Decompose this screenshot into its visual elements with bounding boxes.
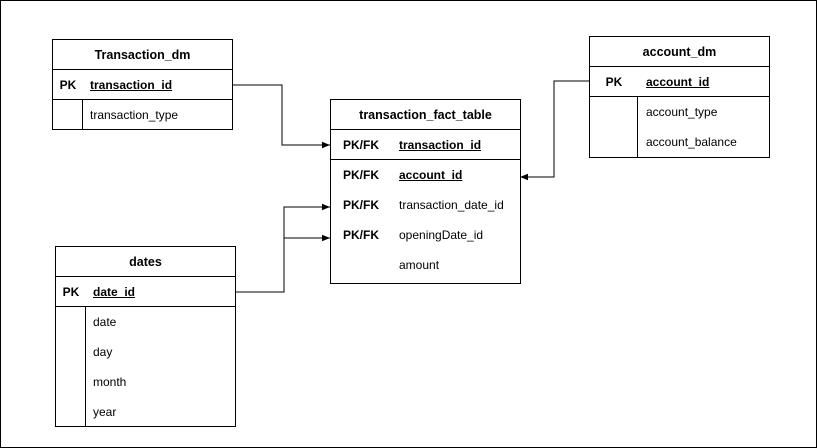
field-name: account_id [399,168,463,182]
entity-row: year [56,397,235,427]
field-name: transaction_type [90,108,179,122]
connector-dates-to-fact-transaction-date [235,203,330,293]
key-label: PK [59,78,77,92]
entity-title: transaction_fact_table [331,100,520,130]
key-label [56,367,86,397]
entity-row: account_balance [590,127,769,157]
key-label [331,250,391,280]
entity-row: date [56,307,235,337]
field-name: account_id [646,75,710,89]
entity-row: month [56,367,235,397]
column-divider [82,100,83,129]
field-name: account_type [646,105,718,119]
key-label: PK/FK [343,138,379,152]
entity-row: PK/FK account_id [331,160,520,190]
field-name: openingDate_id [399,228,484,242]
entity-row: transaction_type [53,100,232,130]
field-name: transaction_id [399,138,482,152]
entity-dates[interactable]: dates PK date_id date day month year [55,246,236,427]
entity-account-dm[interactable]: account_dm PK account_id account_type ac… [589,36,770,158]
entity-title: dates [56,247,235,277]
field-name: date [93,315,117,329]
entity-row: PK/FK openingDate_id [331,220,520,250]
field-name: date_id [93,285,136,299]
key-label: PK [62,285,80,299]
key-label [53,100,83,130]
column-divider [637,97,638,157]
entity-title: Transaction_dm [53,40,232,70]
connector-transaction-to-fact [232,84,330,149]
field-name: transaction_id [90,78,173,92]
key-label: PK/FK [343,228,379,242]
key-label [56,337,86,367]
key-label: PK [605,75,623,89]
entity-row: PK transaction_id [53,70,232,100]
entity-row: amount [331,250,520,280]
key-label [590,127,638,157]
entity-row: day [56,337,235,367]
entity-row: PK/FK transaction_date_id [331,190,520,220]
key-label [56,397,86,427]
key-label: PK/FK [343,168,379,182]
entity-row: PK/FK transaction_id [331,130,520,160]
entity-transaction-dm[interactable]: Transaction_dm PK transaction_id transac… [52,39,233,130]
entity-row: account_type [590,97,769,127]
entity-row: PK account_id [590,67,769,97]
field-name: transaction_date_id [399,198,504,212]
field-name: day [93,345,113,359]
key-label [56,307,86,337]
field-name: amount [399,258,440,272]
entity-title: account_dm [590,37,769,67]
entity-transaction-fact-table[interactable]: transaction_fact_table PK/FK transaction… [330,99,521,284]
field-name: month [93,375,127,389]
key-label [590,97,638,127]
key-label: PK/FK [343,198,379,212]
field-name: year [93,405,117,419]
field-name: account_balance [646,135,737,149]
connector-account-to-fact [520,80,589,181]
entity-row: PK date_id [56,277,235,307]
column-divider [85,307,86,426]
